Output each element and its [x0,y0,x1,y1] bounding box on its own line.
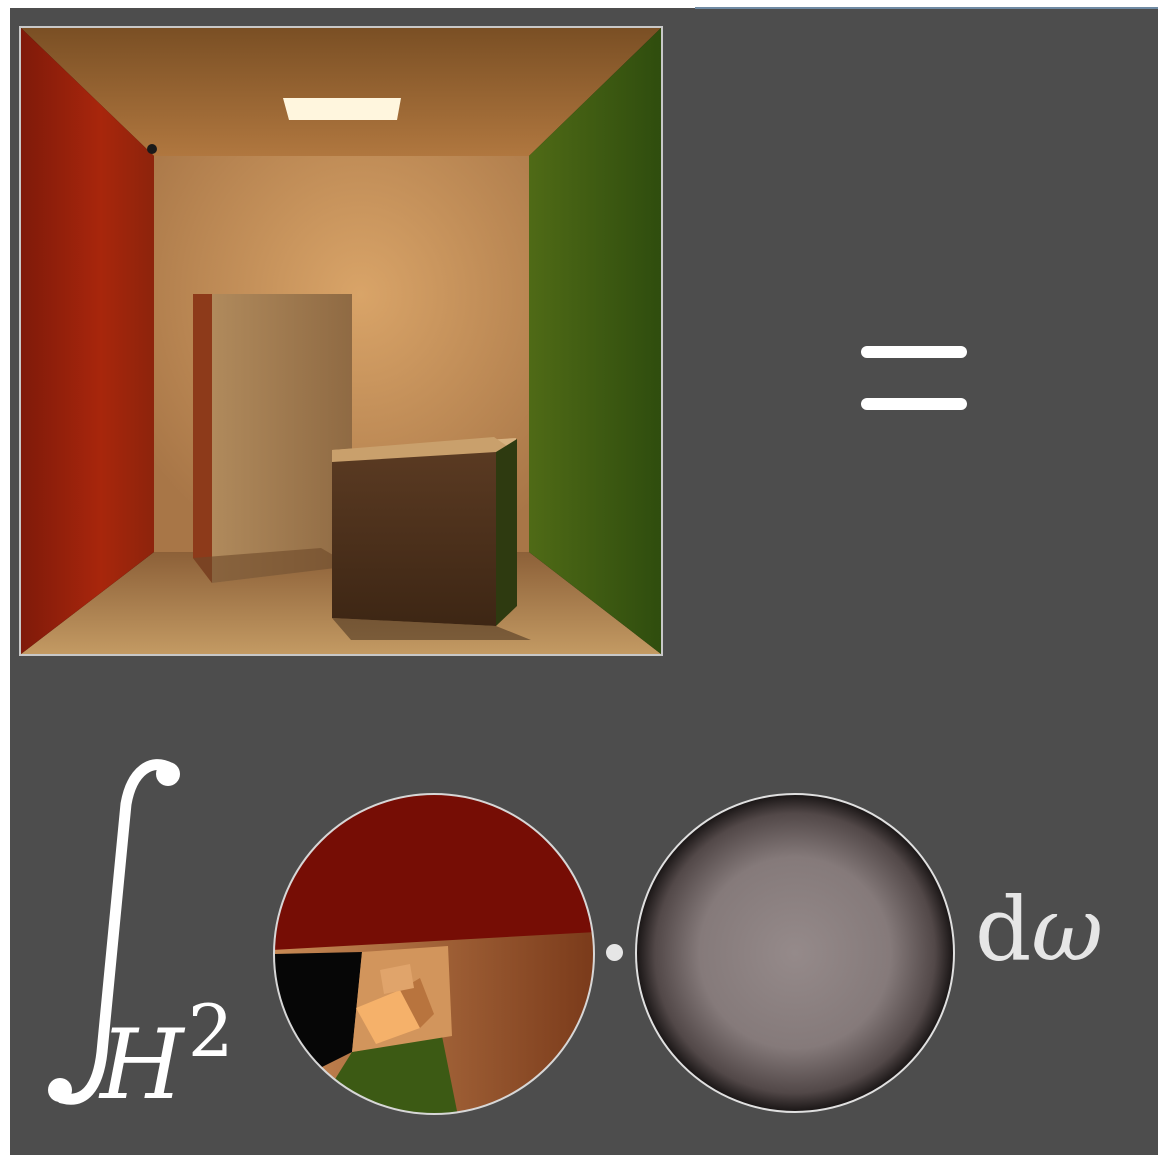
integral-symbol [40,752,190,1112]
integral-domain-label: H2 [100,995,234,1125]
top-accent-line [695,7,1158,9]
equals-sign [861,346,967,410]
cosine-sphere-shading [635,793,955,1113]
differential-d: d [975,878,1032,981]
hemisphere-letter: H [100,1009,184,1121]
equals-bar-bottom [861,398,967,410]
equals-bar-top [861,346,967,358]
cornell-box-drawing [21,28,661,654]
differential-solid-angle: dω [975,886,1103,1006]
hemisphere-exponent: 2 [187,989,234,1073]
integral-glyph [48,759,180,1105]
hemisphere-radiance-view [272,792,596,1116]
omega-symbol: ω [1031,878,1104,981]
radiance-fisheye [273,793,595,1115]
product-dot [606,944,623,961]
cosine-lobe-sphere [634,792,956,1114]
cornell-box-render [19,26,663,656]
